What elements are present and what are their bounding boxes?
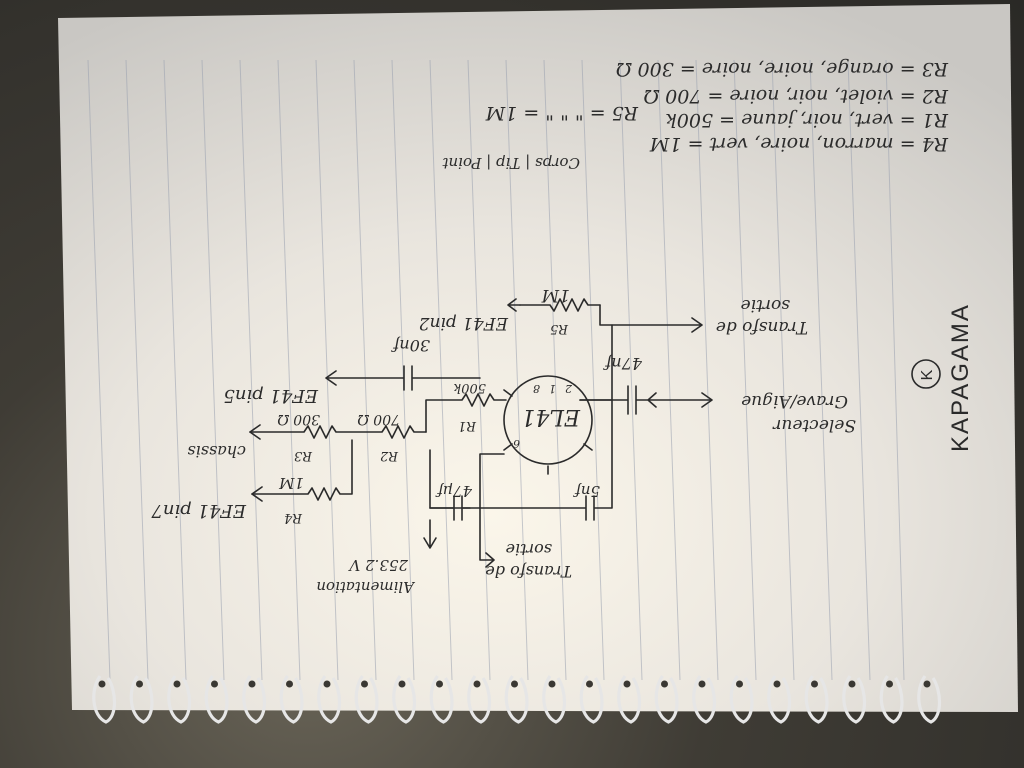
spiral-coil [242, 675, 267, 724]
binding-hole [173, 680, 181, 688]
binding-hole [661, 680, 668, 688]
brand-name: KAPAGAMA [947, 303, 974, 452]
note-r5: R5 = " " " = 1M [485, 102, 639, 124]
spiral-coil [504, 675, 529, 724]
binding-hole [511, 680, 518, 688]
note-r2: R2 = violet, noir, noire = 700 Ω [643, 85, 949, 107]
spiral-coil [204, 675, 229, 724]
spiral-coil [617, 675, 642, 724]
cap-30nf: 30nf [390, 336, 430, 355]
r4-value: 1M [278, 474, 304, 492]
transfo-top-1: Transfo de [716, 317, 808, 337]
tube-pin1: 1 [549, 382, 556, 395]
note-r1: R1 = vert, noir, jaune = 500k [665, 109, 949, 131]
spiral-coil [92, 675, 117, 724]
binding-hole [211, 680, 218, 688]
cap-5nf: 5nf [573, 482, 600, 500]
kapagama-logo-icon [911, 359, 941, 389]
r3-label: R3 [294, 448, 313, 463]
binding-hole [811, 680, 818, 688]
cap-47nf: 47nf [602, 354, 643, 373]
binding-hole [398, 680, 406, 688]
spiral-coil [692, 675, 717, 724]
r4-label: R4 [284, 510, 303, 525]
binding-hole [98, 680, 106, 688]
transfo-top-2: sortie [741, 295, 790, 315]
tube-pin8: 8 [533, 382, 540, 395]
spiral-coil [467, 675, 492, 724]
binding-hole [923, 680, 931, 688]
ef41-pin2-label: EF41 pin2 [419, 313, 509, 333]
binding-hole [848, 680, 856, 688]
r1-value: 500k [453, 380, 486, 395]
r2-label: R2 [380, 448, 399, 463]
selector-2: Grave/Aigue [741, 391, 848, 411]
ef41-pin7-label: EF41 pin7 [151, 500, 247, 521]
brand-mark: K KAPAGAMA [911, 303, 974, 452]
binding-hole [361, 680, 368, 688]
binding-hole [586, 680, 593, 688]
spiral-coil [279, 675, 304, 724]
spiral-coil [804, 675, 829, 724]
spiral-coil [392, 675, 417, 724]
ef41-pin5-label: EF41 pin5 [223, 385, 319, 406]
r5-label: R5 [550, 321, 569, 336]
chassis-label: chassis [187, 442, 246, 461]
r1-label: R1 [458, 418, 477, 433]
binding-hole [548, 680, 556, 688]
r5-value: 1M [541, 285, 570, 305]
binding-hole [773, 680, 781, 688]
spiral-binding [92, 675, 942, 724]
spiral-coil [129, 675, 154, 724]
binding-hole [623, 680, 631, 688]
spiral-coil [317, 675, 342, 724]
spiral-coil [842, 675, 867, 724]
binding-hole [473, 680, 481, 688]
alim-1: Alimentation [316, 578, 416, 596]
selector-1: Selecteur [772, 415, 856, 435]
spiral-coil [579, 675, 604, 724]
binding-hole [286, 680, 293, 688]
resistor-notes: R4 = marron, noire, vert = 1M R5 = " " "… [441, 58, 949, 172]
binding-hole [736, 680, 743, 688]
schematic: EL41 2 1 8 6 R5 1M EF41 pin2 Transfo de … [151, 285, 856, 596]
binding-hole [248, 680, 256, 688]
transfo-bot-2: sortie [505, 540, 552, 559]
spiral-coil [429, 675, 454, 724]
spiral-coil [167, 675, 192, 724]
binding-hole [698, 680, 706, 688]
spiral-coil [879, 675, 904, 724]
r2-value: 700 Ω [357, 411, 400, 427]
tube-pin6: 6 [513, 437, 520, 450]
binding-hole [136, 680, 143, 688]
spiral-coil [542, 675, 567, 724]
binding-hole [886, 680, 893, 688]
spiral-coil [767, 675, 792, 724]
ruled-lines [87, 59, 905, 681]
note-r4: R4 = marron, noire, vert = 1M [649, 133, 949, 155]
binding-hole [323, 680, 331, 688]
tube-el41 [503, 375, 593, 465]
r3-value: 300 Ω [277, 411, 320, 427]
binding-hole [436, 680, 443, 688]
spiral-coil [917, 675, 942, 724]
notebook-page [58, 4, 1018, 712]
spiral-coil [654, 675, 679, 724]
tube-label: EL41 [521, 404, 581, 429]
spiral-coil [354, 675, 379, 724]
transfo-bot-1: Transfo de [485, 562, 572, 581]
cap-47uf: 47µf [435, 482, 473, 500]
note-r3: R3 = orange, noire, noire = 300 Ω [616, 58, 949, 80]
logo-letter: K [919, 368, 936, 381]
note-legend: Corps | Tip | Point [441, 154, 580, 172]
spiral-coil [729, 675, 754, 724]
alim-2: 253.2 V [347, 556, 409, 574]
tube-pin2: 2 [565, 382, 573, 395]
